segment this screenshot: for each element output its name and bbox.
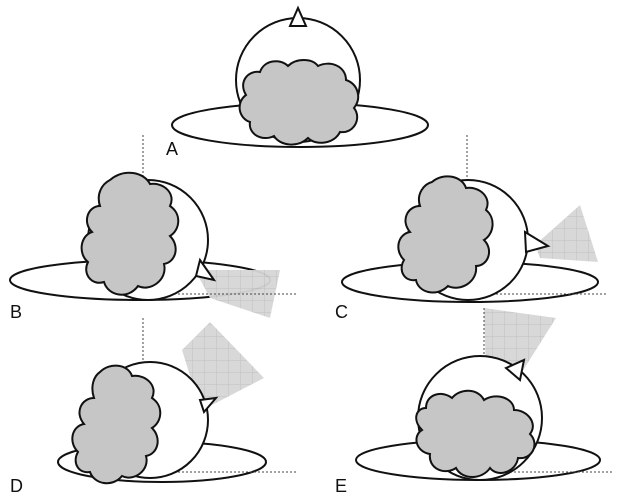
- panel-e-beam-field: [484, 308, 556, 372]
- panel-e-brain-cloud: [415, 389, 536, 478]
- panel-a-nose-triangle: [288, 5, 308, 27]
- panel-a-brain-cloud: [238, 59, 360, 146]
- panel-b-beam-field: [195, 270, 280, 318]
- panel-e-label: E: [335, 476, 347, 496]
- panel-d: D: [10, 318, 298, 496]
- panel-b-nose-triangle: [194, 257, 217, 282]
- panel-c-label: C: [335, 302, 348, 322]
- panel-c-nose-triangle: [523, 230, 551, 254]
- panel-c-brain-cloud: [397, 175, 494, 294]
- panel-e-nose-triangle: [504, 358, 526, 382]
- panel-d-label: D: [10, 476, 23, 496]
- panel-a: A: [166, 5, 429, 159]
- panel-b-brain-cloud: [80, 171, 180, 296]
- panel-c: C: [335, 135, 608, 322]
- panel-d-brain-cloud: [71, 364, 162, 485]
- panel-b: B: [9, 135, 298, 322]
- panel-d-nose-triangle: [198, 396, 219, 414]
- panel-c-beam-field: [535, 205, 598, 262]
- panel-a-label: A: [166, 139, 178, 159]
- panel-e: E: [335, 308, 612, 496]
- panel-d-beam-field: [182, 322, 264, 406]
- panel-b-label: B: [10, 302, 22, 322]
